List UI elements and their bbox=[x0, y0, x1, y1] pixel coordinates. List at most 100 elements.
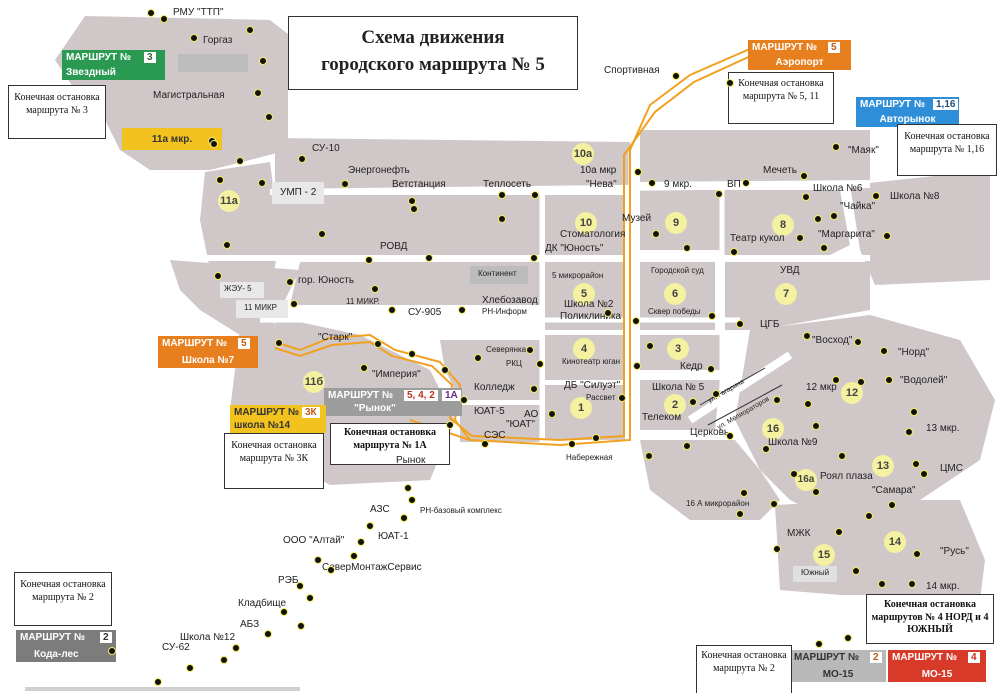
stop-marker[interactable] bbox=[802, 193, 810, 201]
stop-marker[interactable] bbox=[374, 340, 382, 348]
route-badge-kodales[interactable]: МАРШРУТ № 2 Кода-лес bbox=[16, 630, 116, 662]
stop-marker[interactable] bbox=[883, 232, 891, 240]
stop-marker[interactable] bbox=[645, 452, 653, 460]
stop-marker[interactable] bbox=[498, 215, 506, 223]
stop-marker[interactable] bbox=[592, 434, 600, 442]
stop-marker[interactable] bbox=[648, 179, 656, 187]
stop-marker[interactable] bbox=[835, 528, 843, 536]
stop-marker[interactable] bbox=[147, 9, 155, 17]
stop-marker[interactable] bbox=[400, 514, 408, 522]
stop-marker[interactable] bbox=[408, 197, 416, 205]
stop-marker[interactable] bbox=[762, 445, 770, 453]
stop-marker[interactable] bbox=[298, 155, 306, 163]
stop-marker[interactable] bbox=[365, 256, 373, 264]
stop-marker[interactable] bbox=[920, 470, 928, 478]
stop-marker[interactable] bbox=[548, 410, 556, 418]
stop-marker[interactable] bbox=[280, 608, 288, 616]
stop-marker[interactable] bbox=[773, 396, 781, 404]
route-badge-mo15-2[interactable]: МАРШРУТ № 2 МО-15 bbox=[790, 650, 886, 682]
stop-marker[interactable] bbox=[844, 634, 852, 642]
stop-marker[interactable] bbox=[190, 34, 198, 42]
stop-marker[interactable] bbox=[726, 432, 734, 440]
stop-marker[interactable] bbox=[865, 512, 873, 520]
stop-marker[interactable] bbox=[460, 396, 468, 404]
stop-marker[interactable] bbox=[888, 501, 896, 509]
stop-marker[interactable] bbox=[154, 678, 162, 686]
stop-marker[interactable] bbox=[366, 522, 374, 530]
stop-marker[interactable] bbox=[357, 538, 365, 546]
stop-marker[interactable] bbox=[246, 26, 254, 34]
stop-marker[interactable] bbox=[689, 398, 697, 406]
stop-marker[interactable] bbox=[160, 15, 168, 23]
stop-marker[interactable] bbox=[726, 79, 734, 87]
stop-marker[interactable] bbox=[773, 545, 781, 553]
stop-marker[interactable] bbox=[297, 622, 305, 630]
stop-marker[interactable] bbox=[441, 366, 449, 374]
stop-marker[interactable] bbox=[530, 385, 538, 393]
stop-marker[interactable] bbox=[425, 254, 433, 262]
stop-marker[interactable] bbox=[458, 306, 466, 314]
stop-marker[interactable] bbox=[481, 440, 489, 448]
stop-marker[interactable] bbox=[604, 309, 612, 317]
stop-marker[interactable] bbox=[632, 317, 640, 325]
route-badge-avtorynok[interactable]: МАРШРУТ № 1,16 Авторынок bbox=[856, 97, 959, 127]
stop-marker[interactable] bbox=[740, 489, 748, 497]
stop-marker[interactable] bbox=[286, 278, 294, 286]
stop-marker[interactable] bbox=[708, 312, 716, 320]
stop-marker[interactable] bbox=[857, 378, 865, 386]
stop-marker[interactable] bbox=[526, 346, 534, 354]
route-badge-rynok[interactable]: МАРШРУТ № 5, 4, 2 1А "Рынок" bbox=[324, 388, 462, 416]
stop-marker[interactable] bbox=[736, 510, 744, 518]
route-badge-mo15-4[interactable]: МАРШРУТ № 4 МО-15 bbox=[888, 650, 986, 682]
stop-marker[interactable] bbox=[820, 244, 828, 252]
stop-marker[interactable] bbox=[878, 580, 886, 588]
stop-marker[interactable] bbox=[885, 376, 893, 384]
stop-marker[interactable] bbox=[474, 354, 482, 362]
stop-marker[interactable] bbox=[913, 550, 921, 558]
stop-marker[interactable] bbox=[633, 362, 641, 370]
stop-marker[interactable] bbox=[290, 300, 298, 308]
stop-marker[interactable] bbox=[530, 254, 538, 262]
stop-marker[interactable] bbox=[327, 566, 335, 574]
stop-marker[interactable] bbox=[852, 567, 860, 575]
stop-marker[interactable] bbox=[736, 320, 744, 328]
stop-marker[interactable] bbox=[910, 408, 918, 416]
stop-marker[interactable] bbox=[800, 172, 808, 180]
stop-marker[interactable] bbox=[388, 306, 396, 314]
stop-marker[interactable] bbox=[531, 191, 539, 199]
stop-marker[interactable] bbox=[905, 428, 913, 436]
stop-marker[interactable] bbox=[707, 365, 715, 373]
stop-marker[interactable] bbox=[186, 664, 194, 672]
stop-marker[interactable] bbox=[838, 452, 846, 460]
stop-marker[interactable] bbox=[770, 500, 778, 508]
stop-marker[interactable] bbox=[568, 440, 576, 448]
stop-marker[interactable] bbox=[214, 272, 222, 280]
stop-marker[interactable] bbox=[408, 350, 416, 358]
stop-marker[interactable] bbox=[880, 347, 888, 355]
stop-marker[interactable] bbox=[812, 422, 820, 430]
stop-marker[interactable] bbox=[258, 179, 266, 187]
stop-marker[interactable] bbox=[232, 644, 240, 652]
stop-marker[interactable] bbox=[275, 339, 283, 347]
stop-marker[interactable] bbox=[371, 285, 379, 293]
stop-marker[interactable] bbox=[216, 176, 224, 184]
stop-marker[interactable] bbox=[265, 113, 273, 121]
stop-marker[interactable] bbox=[210, 140, 218, 148]
route-badge-school7[interactable]: МАРШРУТ № 5 Школа №7 bbox=[158, 336, 258, 368]
stop-marker[interactable] bbox=[790, 470, 798, 478]
stop-marker[interactable] bbox=[832, 376, 840, 384]
stop-marker[interactable] bbox=[341, 180, 349, 188]
stop-marker[interactable] bbox=[803, 332, 811, 340]
stop-marker[interactable] bbox=[872, 192, 880, 200]
stop-marker[interactable] bbox=[296, 582, 304, 590]
stop-marker[interactable] bbox=[652, 230, 660, 238]
stop-marker[interactable] bbox=[220, 656, 228, 664]
stop-marker[interactable] bbox=[683, 442, 691, 450]
stop-marker[interactable] bbox=[854, 338, 862, 346]
stop-marker[interactable] bbox=[804, 400, 812, 408]
stop-marker[interactable] bbox=[404, 484, 412, 492]
stop-marker[interactable] bbox=[314, 556, 322, 564]
stop-marker[interactable] bbox=[683, 244, 691, 252]
stop-marker[interactable] bbox=[712, 390, 720, 398]
stop-marker[interactable] bbox=[908, 580, 916, 588]
